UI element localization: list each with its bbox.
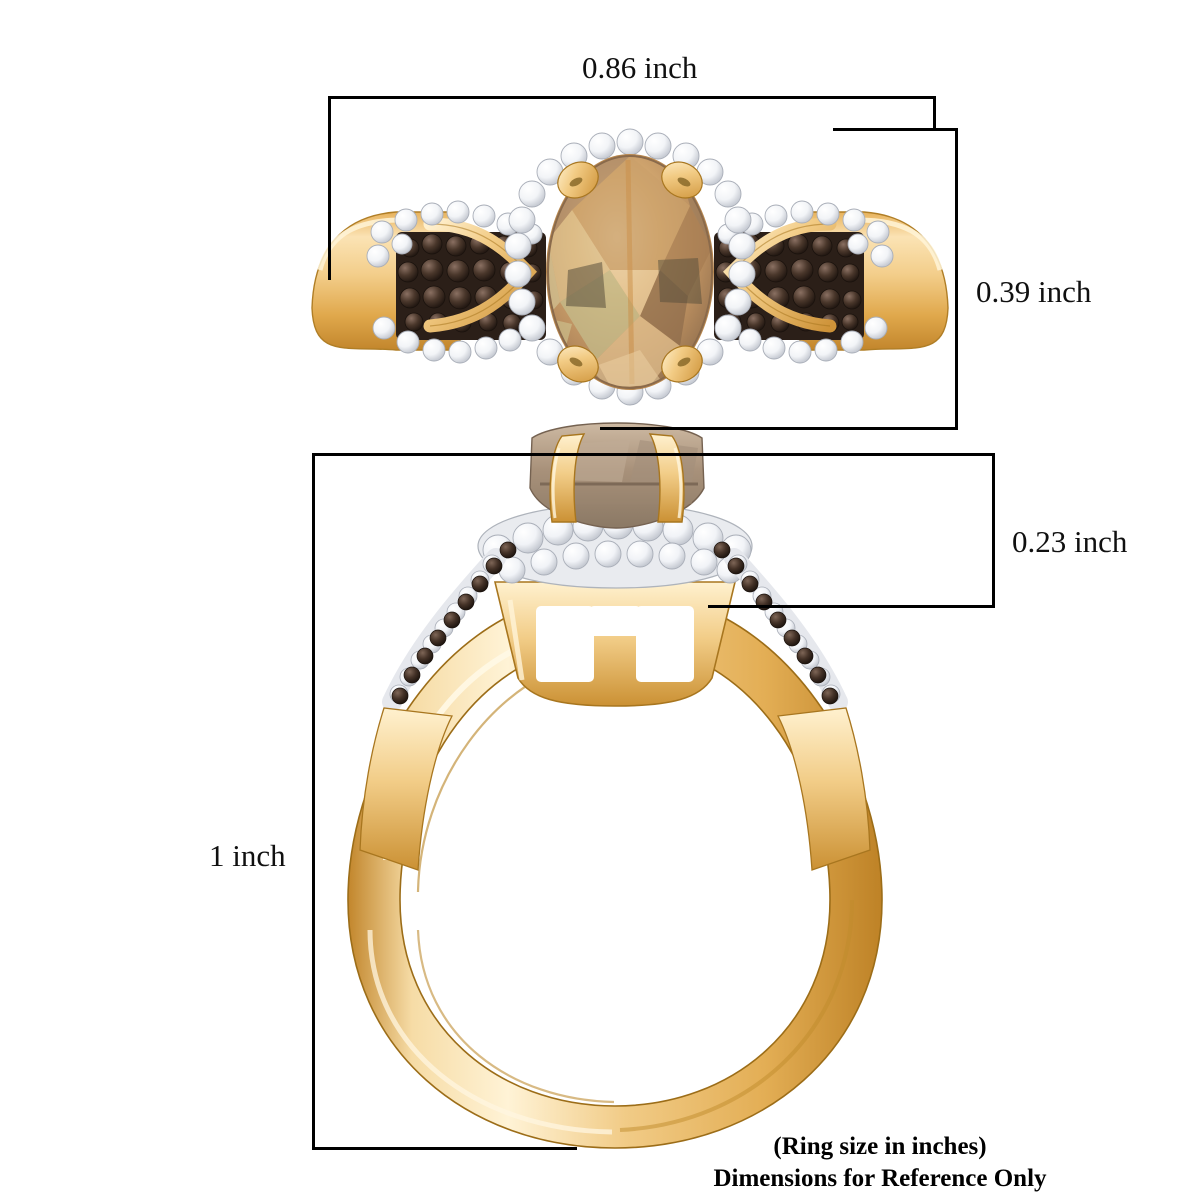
dimension-label-height: 1 inch	[209, 838, 286, 873]
height-bracket-bottom-line	[312, 1147, 577, 1150]
depth-bracket-right-line	[955, 128, 958, 430]
depth-bracket-bottom-tick	[600, 427, 958, 430]
thickness-bracket-right-line	[992, 453, 995, 608]
side-view-prongs	[549, 433, 685, 523]
width-bracket-right-tick	[933, 96, 936, 130]
side-view-shoulder-diamonds-left	[382, 541, 517, 712]
dimension-label-thickness: 0.23 inch	[1012, 524, 1128, 559]
footnote-ring-size: (Ring size in inches)	[773, 1133, 987, 1160]
thickness-bracket-bottom-line	[708, 605, 995, 608]
thickness-bracket-top-line	[312, 453, 995, 456]
depth-bracket-top-tick	[833, 128, 958, 131]
width-bracket-top-line	[328, 96, 936, 99]
side-view-shoulder-diamonds-right	[713, 541, 848, 712]
dimension-label-depth: 0.39 inch	[976, 274, 1092, 309]
footnote-reference-only: Dimensions for Reference Only	[713, 1165, 1047, 1192]
diamond-swirl-left	[366, 200, 545, 364]
side-view-ring-image	[300, 422, 930, 1160]
side-view-gallery	[493, 581, 737, 707]
side-view-shoulder-gold	[359, 707, 871, 871]
center-gemstone	[546, 154, 714, 390]
dimension-label-width: 0.86 inch	[582, 50, 698, 85]
height-bracket-left-line	[312, 453, 315, 1150]
top-view-ring-image	[310, 120, 950, 440]
width-bracket-left-tick	[328, 96, 331, 280]
